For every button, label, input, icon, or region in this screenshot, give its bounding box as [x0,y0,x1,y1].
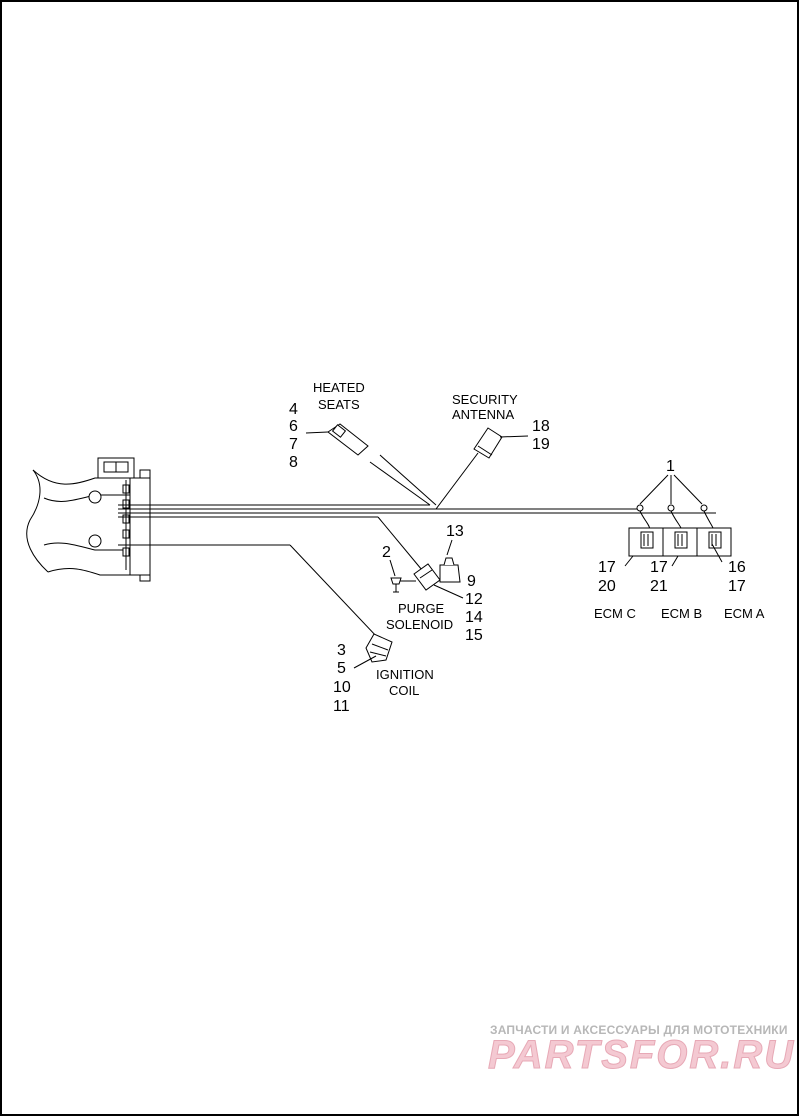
heated-seats-label-2: SEATS [318,397,360,412]
ecm-b-ref-21: 21 [650,578,668,595]
ecm-c-ref-20: 20 [598,578,616,595]
purge-solenoid-label-1: PURGE [398,601,445,616]
heated-seats-branch [327,423,437,506]
ref-14: 14 [465,609,483,626]
ecm-c-ref-17: 17 [598,559,616,576]
ecm-a-ref-17: 17 [728,578,746,595]
ref-15: 15 [465,627,483,644]
ref-9: 9 [467,573,476,590]
security-antenna-label-1: SECURITY [452,392,518,407]
ref-7: 7 [289,436,298,453]
security-antenna-branch [435,427,529,510]
ref-4: 4 [289,401,298,418]
ecm-a-ref-16: 16 [728,559,746,576]
ecm-group [624,474,732,567]
ecm-a-label: ECM A [724,606,765,621]
frame-bracket [26,457,151,582]
ref-1: 1 [666,458,675,475]
ref-8: 8 [289,454,298,471]
ref-6: 6 [289,418,298,435]
watermark-caption: ЗАПЧАСТИ И АКСЕССУАРЫ ДЛЯ МОТОТЕХНИКИ [490,1023,788,1037]
security-antenna-label-2: ANTENNA [452,407,514,422]
ref-3: 3 [337,642,346,659]
watermark-logo: PARTSFOR.RU [488,1033,795,1077]
ref-19: 19 [532,436,550,453]
ref-5: 5 [337,660,346,677]
ecm-b-ref-17: 17 [650,559,668,576]
ref-11: 11 [333,698,350,715]
ecm-c-label: ECM C [594,606,636,621]
heated-seats-label-1: HEATED [313,380,365,395]
ref-2: 2 [382,544,391,561]
ignition-coil-label-2: COIL [389,683,419,698]
ignition-coil-branch [289,544,393,669]
main-harness [118,504,640,546]
purge-solenoid-branch [377,516,464,599]
ecm-b-label: ECM B [661,606,702,621]
purge-solenoid-label-2: SOLENOID [386,617,453,632]
ref-12: 12 [465,591,483,608]
ref-13: 13 [446,523,464,540]
ref-18: 18 [532,418,550,435]
ignition-coil-label-1: IGNITION [376,667,434,682]
ref-10: 10 [333,679,351,696]
